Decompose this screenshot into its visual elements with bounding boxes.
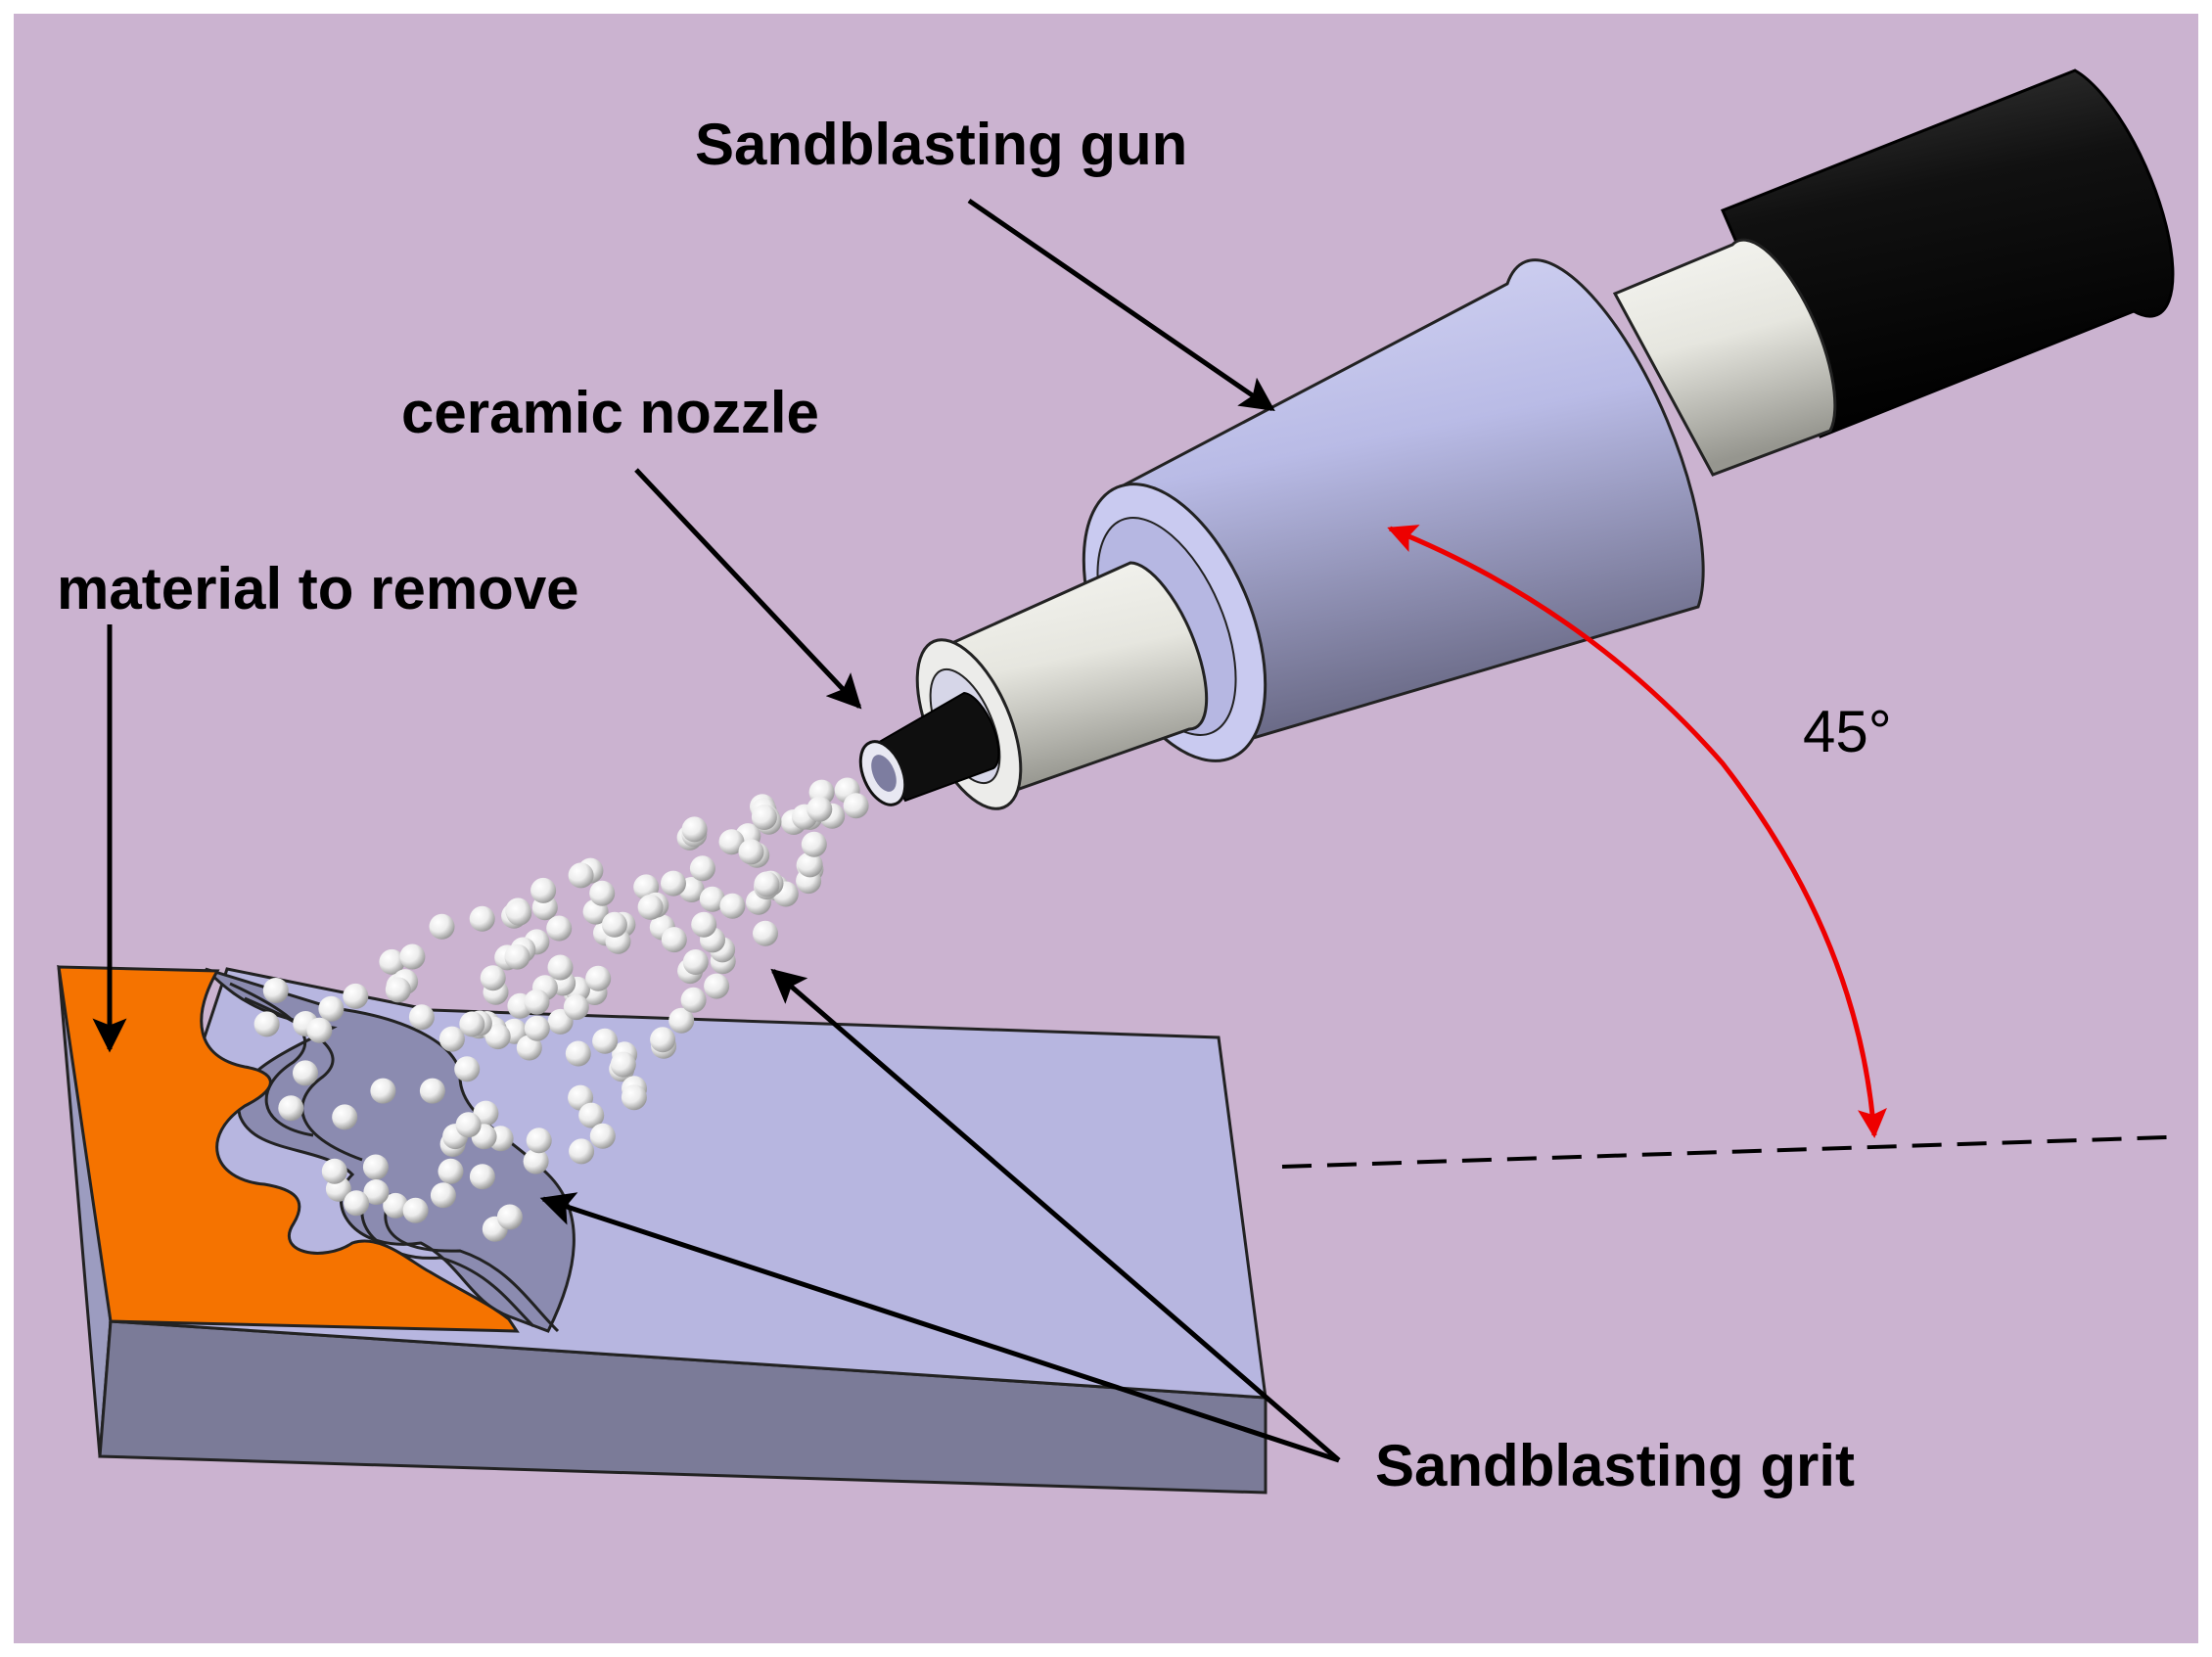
grit-particle-icon (383, 1192, 409, 1219)
grit-particle-icon (719, 893, 746, 919)
grit-particle-icon (459, 1011, 485, 1037)
grit-particle-icon (293, 1060, 318, 1086)
grit-particle-icon (637, 894, 664, 920)
grit-label: Sandblasting grit (1375, 1433, 1855, 1498)
grit-particle-icon (718, 829, 745, 855)
grit-particle-icon (601, 911, 627, 938)
grit-particle-icon (699, 886, 725, 912)
grit-particle-icon (363, 1179, 390, 1205)
material-layer (57, 965, 520, 1333)
grit-particle-icon (592, 1028, 619, 1054)
grit-particle-icon (578, 1102, 605, 1128)
grit-particle-icon (524, 989, 550, 1015)
grit-particle-icon (569, 1138, 595, 1165)
grit-particle-icon (610, 1051, 636, 1078)
grit-particle-icon (563, 994, 589, 1021)
grit-particle-icon (379, 948, 405, 975)
grit-particle-icon (318, 995, 345, 1022)
grit-particle-icon (523, 1148, 549, 1174)
grit-particle-icon (661, 927, 687, 953)
grit-particle-icon (506, 899, 532, 926)
grit-particle-icon (526, 1128, 552, 1154)
grit-particle-icon (469, 905, 495, 932)
reference-line (1281, 1135, 2169, 1169)
grit-particle-icon (399, 944, 426, 970)
grit-particle-icon (429, 913, 455, 940)
grit-particle-icon (455, 1112, 482, 1138)
grit-particle-icon (408, 1004, 435, 1031)
grit-particle-icon (321, 1158, 347, 1184)
grit-particle-icon (754, 871, 780, 898)
grit-particle-icon (797, 852, 823, 878)
material-label: material to remove (57, 556, 579, 621)
workpiece (57, 964, 1267, 1495)
grit-particle-icon (343, 983, 369, 1009)
grit-particle-icon (565, 1040, 591, 1067)
grit-cloud (253, 777, 869, 1242)
nozzle-pointer-arrow (634, 468, 862, 710)
grit-particle-icon (362, 1154, 389, 1180)
grit-particle-icon (344, 1190, 370, 1217)
grit-particle-icon (496, 1204, 523, 1230)
grit-particle-icon (650, 1027, 676, 1053)
grit-particle-icon (738, 839, 764, 865)
grit-particle-icon (568, 862, 594, 889)
grit-pointer-arrow-lower (539, 1192, 1340, 1463)
grit-particle-icon (546, 915, 573, 942)
grit-particle-icon (306, 1017, 333, 1043)
grit-particle-icon (843, 793, 869, 819)
grit-particle-icon (547, 954, 574, 981)
gun-pointer-arrow (967, 198, 1275, 412)
grit-particle-icon (484, 1024, 511, 1050)
grit-particle-icon (681, 816, 708, 843)
grit-particle-icon (801, 831, 827, 857)
grit-particle-icon (278, 1095, 304, 1122)
grit-particle-icon (480, 965, 506, 991)
workpiece-top-surface (108, 967, 1267, 1400)
grit-particle-icon (385, 977, 411, 1003)
grit-particle-icon (253, 1011, 280, 1037)
grit-particle-icon (751, 805, 777, 830)
grit-particle-icon (504, 944, 530, 970)
grit-particle-icon (454, 1056, 481, 1082)
grit-particle-icon (682, 949, 709, 975)
grit-particle-icon (585, 965, 612, 991)
grit-particle-icon (402, 1197, 429, 1223)
grit-particle-icon (704, 973, 730, 999)
grit-particle-icon (332, 1104, 358, 1130)
grit-particle-icon (469, 1164, 495, 1190)
grit-particle-icon (430, 1182, 456, 1209)
grit-particle-icon (438, 1026, 465, 1052)
grit-particle-icon (621, 1084, 647, 1111)
angle-arc (1387, 525, 1887, 1138)
grit-particle-icon (524, 1015, 550, 1041)
grit-particle-icon (419, 1078, 445, 1104)
grit-particle-icon (589, 880, 616, 906)
grit-pointer-arrow-upper (770, 968, 1341, 1462)
angle-label: 45° (1803, 699, 1892, 764)
grit-particle-icon (680, 987, 707, 1013)
grit-particle-icon (262, 978, 289, 1003)
grit-particle-icon (438, 1158, 464, 1184)
grit-particle-icon (661, 870, 686, 897)
grit-particle-icon (370, 1078, 396, 1104)
grit-particle-icon (689, 855, 715, 882)
gun-label: Sandblasting gun (695, 112, 1187, 177)
grit-particle-icon (589, 1123, 616, 1149)
grit-particle-icon (806, 796, 833, 822)
grit-particle-icon (516, 1035, 542, 1061)
pointer-arrows (92, 198, 1341, 1463)
grit-particle-icon (753, 920, 778, 946)
grit-particle-icon (691, 911, 717, 938)
nozzle-label: ceramic nozzle (401, 380, 819, 445)
grit-particle-icon (668, 1007, 695, 1034)
grit-particle-icon (530, 877, 557, 903)
